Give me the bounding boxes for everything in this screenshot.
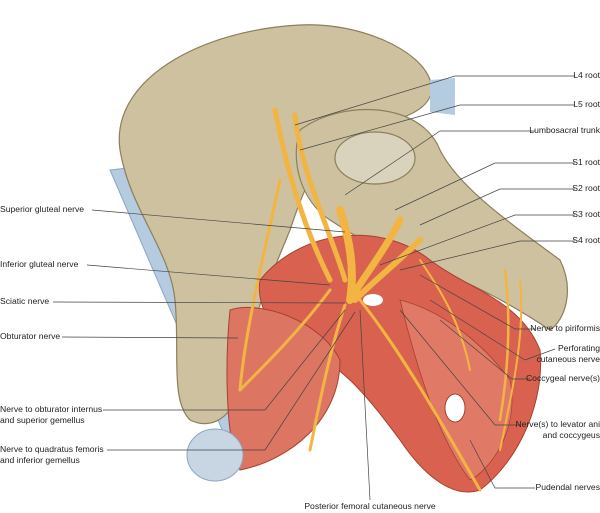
label-line: Perforating [557,343,600,353]
label-posterior-femoral-cutaneous-nerve: Posterior femoral cutaneous nerve [304,501,436,511]
label-coccygeal-nerves: Coccygeal nerve(s) [525,373,600,383]
label-superior-gluteal-nerve: Superior gluteal nerve [0,204,85,214]
label-pudendal-nerves: Pudendal nerves [535,482,600,492]
label-s4-root: S4 root [572,235,600,245]
label-inferior-gluteal-nerve: Inferior gluteal nerve [0,259,79,269]
label-sciatic-nerve: Sciatic nerve [0,296,50,306]
label-s2-root: S2 root [572,183,600,193]
label-line: cutaneous nerve [536,354,600,364]
label-s3-root: S3 root [572,209,600,219]
label-s1-root: S1 root [572,157,600,167]
label-obturator-nerve: Obturator nerve [0,331,61,341]
label-nerve-to-piriformis: Nerve to piriformis [530,323,600,333]
label-l5-root: L5 root [573,99,600,109]
label-lumbosacral-trunk: Lumbosacral trunk [529,125,600,135]
label-line: Nerve to obturator internus [0,404,103,414]
label-line: Nerve(s) to levator ani [515,419,600,429]
label-line: Nerve to quadratus femoris [0,444,104,454]
label-l4-root: L4 root [573,70,600,80]
label-line: and superior gemellus [0,415,85,425]
label-line: and coccygeus [542,430,600,440]
label-line: and inferior gemellus [0,455,80,465]
